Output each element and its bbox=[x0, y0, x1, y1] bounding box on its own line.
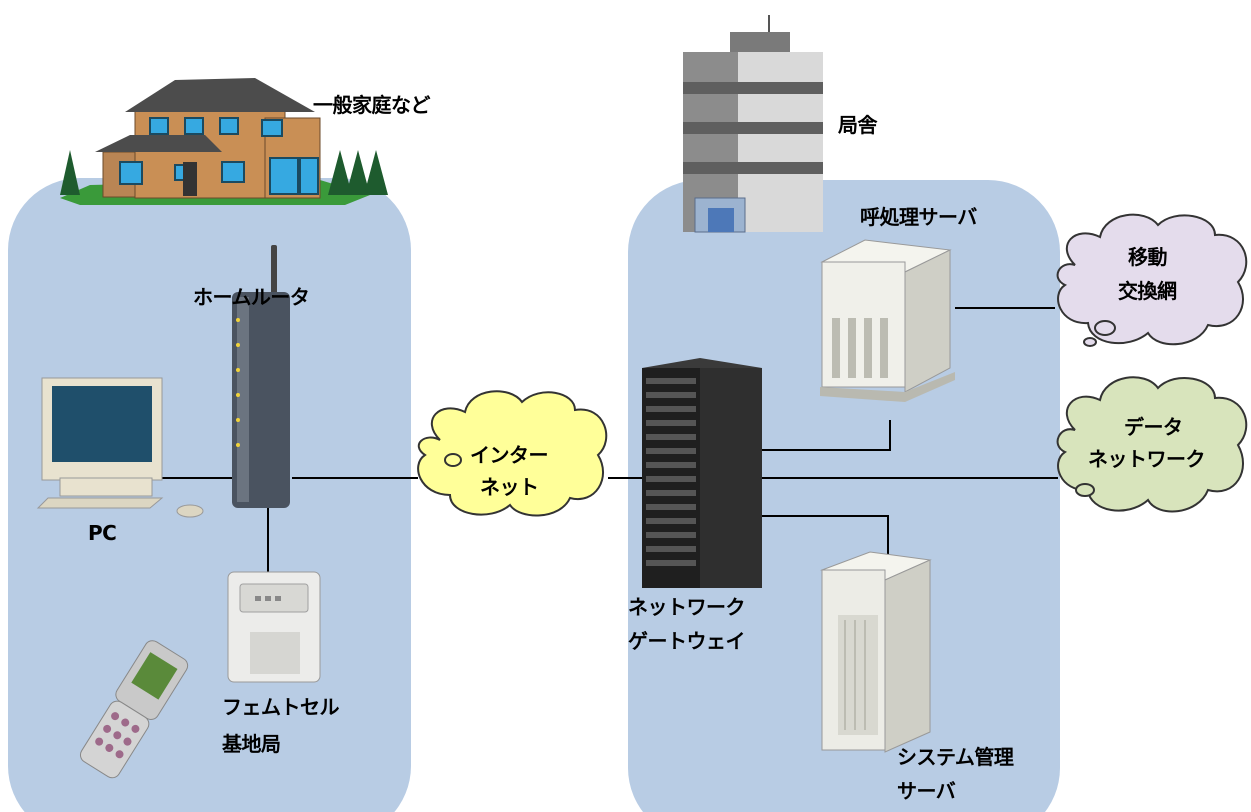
system-management-label-line1: システム管理 bbox=[897, 745, 1014, 769]
office-zone bbox=[628, 180, 1060, 812]
internet-cloud-icon bbox=[417, 390, 608, 517]
femtocell-label-line2: 基地局 bbox=[222, 732, 281, 756]
network-gateway-icon bbox=[642, 358, 762, 588]
mobile-network-cloud-icon bbox=[1056, 213, 1248, 347]
internet-label-line2: ネット bbox=[480, 475, 539, 499]
gateway-label-line1: ネットワーク bbox=[628, 595, 746, 619]
call-processing-server-icon bbox=[820, 239, 955, 402]
office-building-icon bbox=[683, 15, 823, 233]
data-network-label-line2: ネットワーク bbox=[1088, 447, 1206, 471]
office-label: 局舎 bbox=[838, 113, 878, 137]
call-server-label: 呼処理サーバ bbox=[860, 205, 977, 229]
connection-lines bbox=[158, 307, 1058, 572]
mobile-phone-icon bbox=[79, 640, 189, 779]
data-network-label-line1: データ bbox=[1124, 415, 1183, 439]
home-router-icon bbox=[232, 245, 290, 508]
femtocell-label-line1: フェムトセル bbox=[222, 695, 340, 719]
pc-label: PC bbox=[88, 521, 117, 545]
mobile-network-label-line2: 交換網 bbox=[1118, 279, 1177, 303]
gateway-label-line2: ゲートウェイ bbox=[628, 629, 746, 653]
femtocell-icon bbox=[227, 571, 321, 683]
data-network-cloud-icon bbox=[1056, 376, 1248, 513]
pc-icon bbox=[36, 377, 204, 518]
system-management-label-line2: サーバ bbox=[897, 779, 956, 803]
system-management-server-icon bbox=[820, 551, 932, 753]
house-icon bbox=[60, 78, 388, 205]
internet-label-line1: インター bbox=[470, 443, 549, 467]
home-label: 一般家庭など bbox=[313, 93, 431, 117]
home-router-label: ホームルータ bbox=[193, 285, 310, 309]
mobile-network-label-line1: 移動 bbox=[1128, 245, 1168, 269]
